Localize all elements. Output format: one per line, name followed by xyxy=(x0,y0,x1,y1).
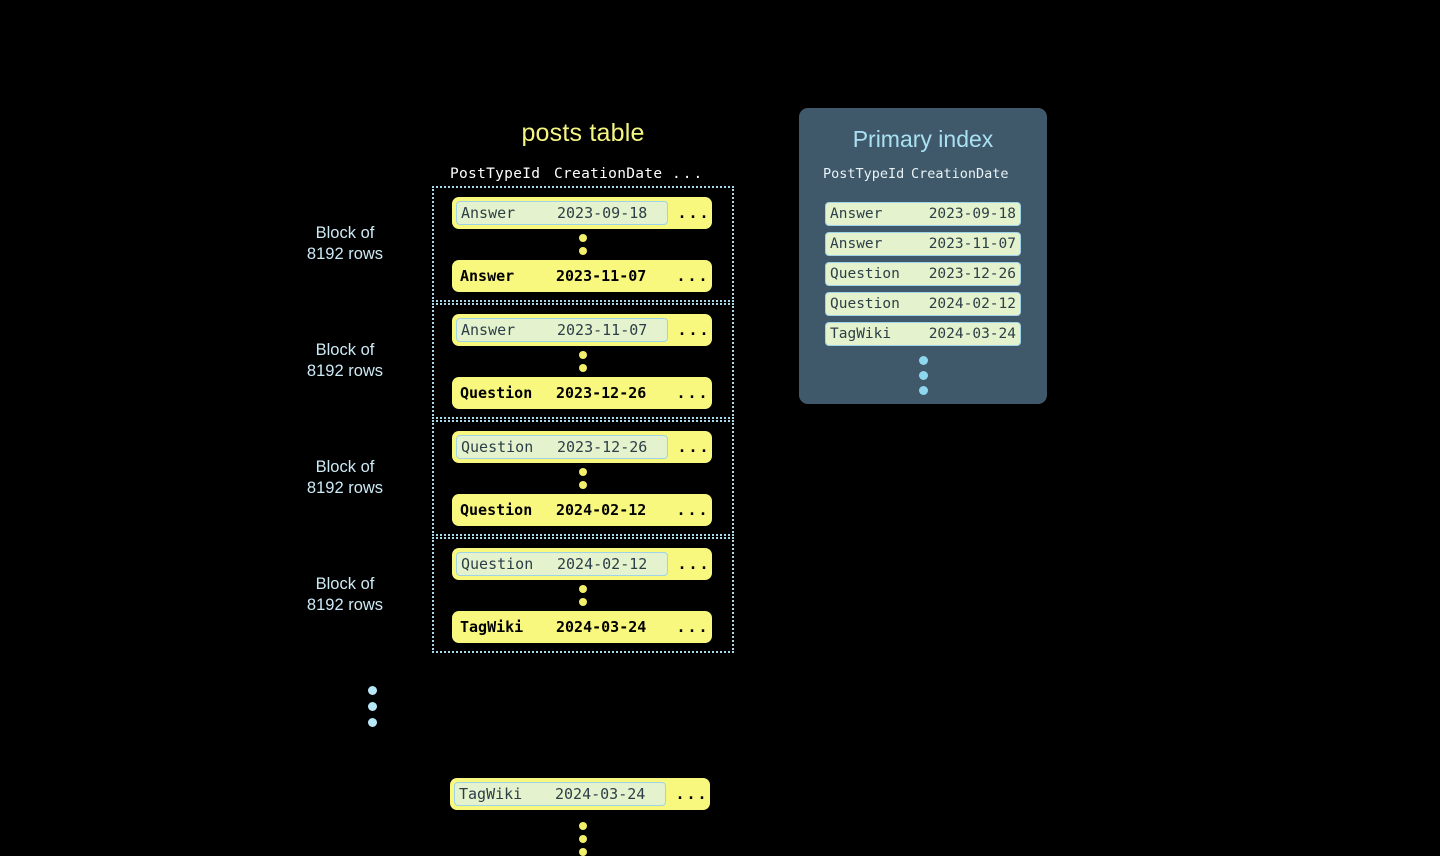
index-cell-creationdate: 2024-02-12 xyxy=(928,296,1016,312)
index-column-header-posttypeid: PostTypeId xyxy=(823,166,905,182)
cell-ellipsis: ... xyxy=(676,501,710,519)
index-continuation-dots xyxy=(799,356,1047,395)
posts-table-title: posts table xyxy=(521,119,645,147)
cell-ellipsis: ... xyxy=(677,438,711,456)
posts-table-blocks: Block of 8192 rows Answer 2023-09-18 ...… xyxy=(307,186,734,654)
index-cell-posttypeid: Question xyxy=(830,296,900,312)
index-column-header-creationdate: CreationDate xyxy=(911,166,1009,182)
cell-posttypeid: Question xyxy=(461,438,534,456)
table-block: Block of 8192 rows Answer 2023-09-18 ...… xyxy=(307,186,734,302)
cell-creationdate: 2023-11-07 xyxy=(556,267,647,285)
column-header-posttypeid: PostTypeId xyxy=(450,166,541,182)
cell-ellipsis: ... xyxy=(676,267,710,285)
table-block: Block of 8192 rows Question 2024-02-12 .… xyxy=(307,537,734,653)
block-label: Block of 8192 rows xyxy=(306,341,384,380)
cell-creationdate: 2024-02-12 xyxy=(557,555,648,573)
posts-table-column-headers: PostTypeId CreationDate ... xyxy=(450,166,732,182)
table-row: Answer 2023-11-07 ... xyxy=(452,260,712,292)
index-cell-posttypeid: Answer xyxy=(830,236,883,252)
cell-posttypeid: Question xyxy=(460,501,533,519)
table-row: Answer 2023-11-07 ... xyxy=(452,314,712,346)
cell-posttypeid: Question xyxy=(460,384,533,402)
index-cell-creationdate: 2024-03-24 xyxy=(928,326,1016,342)
cell-ellipsis: ... xyxy=(677,204,711,222)
cell-posttypeid: Answer xyxy=(461,321,516,339)
index-cell-creationdate: 2023-09-18 xyxy=(928,206,1016,222)
table-block: Block of 8192 rows Answer 2023-11-07 ...… xyxy=(307,303,734,419)
row-values: Question 2024-02-12 xyxy=(456,498,666,522)
column-header-ellipsis: ... xyxy=(672,166,705,182)
cell-posttypeid: Question xyxy=(461,555,534,573)
block-label: Block of 8192 rows xyxy=(306,224,384,263)
cell-ellipsis: ... xyxy=(677,555,711,573)
cell-creationdate: 2024-03-24 xyxy=(556,618,647,636)
index-row: Question 2023-12-26 xyxy=(825,262,1021,286)
cell-ellipsis: ... xyxy=(675,785,709,803)
table-row: Answer 2023-09-18 ... xyxy=(452,197,712,229)
index-cell-posttypeid: Answer xyxy=(830,206,883,222)
cell-ellipsis: ... xyxy=(676,618,710,636)
table-row: TagWiki 2024-03-24 ... xyxy=(452,611,712,643)
primary-index-panel: Primary index PostTypeId CreationDate An… xyxy=(799,108,1047,404)
index-row: Answer 2023-09-18 xyxy=(825,202,1021,226)
row-highlight-box: Answer 2023-09-18 xyxy=(456,201,668,225)
row-highlight-box: Question 2023-12-26 xyxy=(456,435,668,459)
cell-creationdate: 2024-03-24 xyxy=(555,785,646,803)
cell-posttypeid: TagWiki xyxy=(460,618,524,636)
cell-creationdate: 2024-02-12 xyxy=(556,501,647,519)
index-row: TagWiki 2024-03-24 xyxy=(825,322,1021,346)
diagram-canvas: posts table PostTypeId CreationDate ... … xyxy=(307,108,1047,856)
index-row: Answer 2023-11-07 xyxy=(825,232,1021,256)
cell-posttypeid: Answer xyxy=(461,204,516,222)
cell-creationdate: 2023-12-26 xyxy=(557,438,648,456)
blocks-continuation-dots xyxy=(368,686,377,727)
table-row: Question 2023-12-26 ... xyxy=(452,431,712,463)
cell-ellipsis: ... xyxy=(677,321,711,339)
table-row: Question 2024-02-12 ... xyxy=(452,548,712,580)
row-values: Question 2023-12-26 xyxy=(456,381,666,405)
index-cell-creationdate: 2023-11-07 xyxy=(928,236,1016,252)
cell-ellipsis: ... xyxy=(676,384,710,402)
row-values: TagWiki 2024-03-24 xyxy=(456,615,666,639)
table-row: TagWiki 2024-03-24 ... xyxy=(450,778,710,810)
block-label: Block of 8192 rows xyxy=(306,458,384,497)
table-row: Question 2023-12-26 ... xyxy=(452,377,712,409)
table-block: Block of 8192 rows Question 2023-12-26 .… xyxy=(307,420,734,536)
cell-creationdate: 2023-12-26 xyxy=(556,384,647,402)
cell-creationdate: 2023-11-07 xyxy=(557,321,648,339)
row-highlight-box: Question 2024-02-12 xyxy=(456,552,668,576)
column-header-creationdate: CreationDate xyxy=(554,166,663,182)
row-values: Answer 2023-11-07 xyxy=(456,264,666,288)
row-highlight-box: Answer 2023-11-07 xyxy=(456,318,668,342)
cell-posttypeid: TagWiki xyxy=(459,785,523,803)
row-highlight-box: TagWiki 2024-03-24 xyxy=(454,782,666,806)
index-cell-posttypeid: Question xyxy=(830,266,900,282)
cell-creationdate: 2023-09-18 xyxy=(557,204,648,222)
index-cell-creationdate: 2023-12-26 xyxy=(928,266,1016,282)
primary-index-rows: Answer 2023-09-18 Answer 2023-11-07 Ques… xyxy=(825,202,1021,352)
trailing-table-row-wrapper: TagWiki 2024-03-24 ... xyxy=(450,778,710,810)
block-label: Block of 8192 rows xyxy=(306,575,384,614)
index-cell-posttypeid: TagWiki xyxy=(830,326,892,342)
table-continuation-dots xyxy=(432,822,734,856)
index-row: Question 2024-02-12 xyxy=(825,292,1021,316)
table-row: Question 2024-02-12 ... xyxy=(452,494,712,526)
cell-posttypeid: Answer xyxy=(460,267,515,285)
primary-index-title: Primary index xyxy=(852,126,994,152)
primary-index-column-headers: PostTypeId CreationDate xyxy=(823,166,1023,182)
